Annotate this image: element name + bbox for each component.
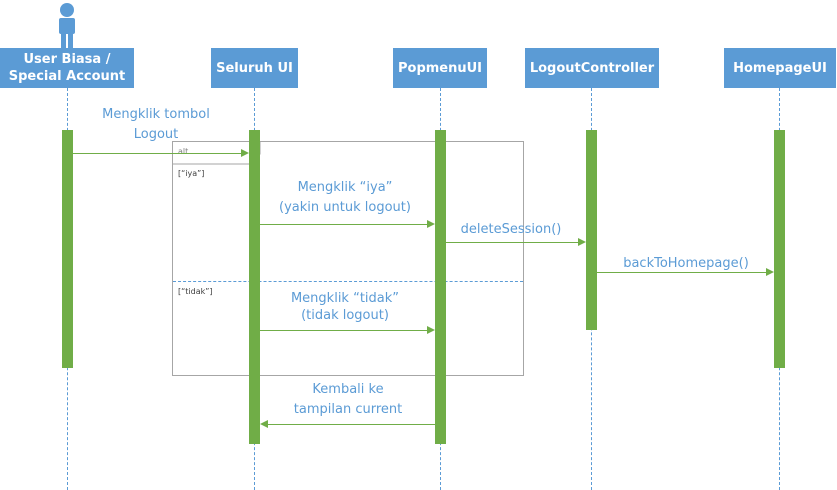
- alt-frame: [172, 141, 524, 376]
- message-back-to-homepage: backToHomepage(): [623, 256, 749, 271]
- alt-operator-label: alt: [178, 147, 189, 156]
- message-4-line: [597, 272, 766, 273]
- actor-user-header[interactable]: User Biasa / Special Account: [0, 48, 134, 88]
- lifeline-logout-controller-header[interactable]: LogoutController: [525, 48, 659, 88]
- message-mengklik-tombol-logout: Mengklik tombol Logout: [102, 107, 210, 142]
- lifeline-seluruh-ui-header[interactable]: Seluruh UI: [211, 48, 298, 88]
- activation-popmenu-ui: [435, 130, 446, 444]
- message-mengklik-iya-line2: (yakin untuk logout): [279, 200, 411, 215]
- activation-user: [62, 130, 73, 368]
- message-delete-session: deleteSession(): [460, 222, 562, 237]
- message-1-arrowhead: [241, 149, 249, 157]
- message-3-line: [446, 242, 578, 243]
- message-2-arrowhead: [427, 220, 435, 228]
- activation-logout-controller: [586, 130, 597, 330]
- alt-divider: [173, 281, 523, 282]
- message-mengklik-tidak-line2: (tidak logout): [301, 308, 389, 323]
- message-mengklik-tidak-line1: Mengklik “tidak”: [290, 291, 400, 306]
- guard-tidak-label: [“tidak”]: [178, 287, 213, 296]
- activation-homepage-ui: [774, 130, 785, 368]
- guard-iya-label: [“iya”]: [178, 169, 205, 178]
- message-kembali-ke-line1: Kembali ke: [312, 382, 384, 397]
- message-2-line: [260, 224, 427, 225]
- message-4-arrowhead: [766, 268, 774, 276]
- activation-seluruh-ui: [249, 130, 260, 444]
- actor-person-icon: [59, 3, 75, 48]
- lifeline-popmenu-ui-header[interactable]: PopmenuUI: [393, 48, 487, 88]
- message-mengklik-iya-line1: Mengklik “iya”: [297, 180, 393, 195]
- message-6-arrowhead: [260, 420, 268, 428]
- message-3-arrowhead: [578, 238, 586, 246]
- message-5-arrowhead: [427, 326, 435, 334]
- message-5-line: [260, 330, 427, 331]
- message-6-line: [268, 424, 435, 425]
- lifeline-homepage-ui-header[interactable]: HomepageUI: [724, 48, 836, 88]
- message-kembali-ke-line2: tampilan current: [293, 402, 403, 417]
- message-1-line: [73, 153, 241, 154]
